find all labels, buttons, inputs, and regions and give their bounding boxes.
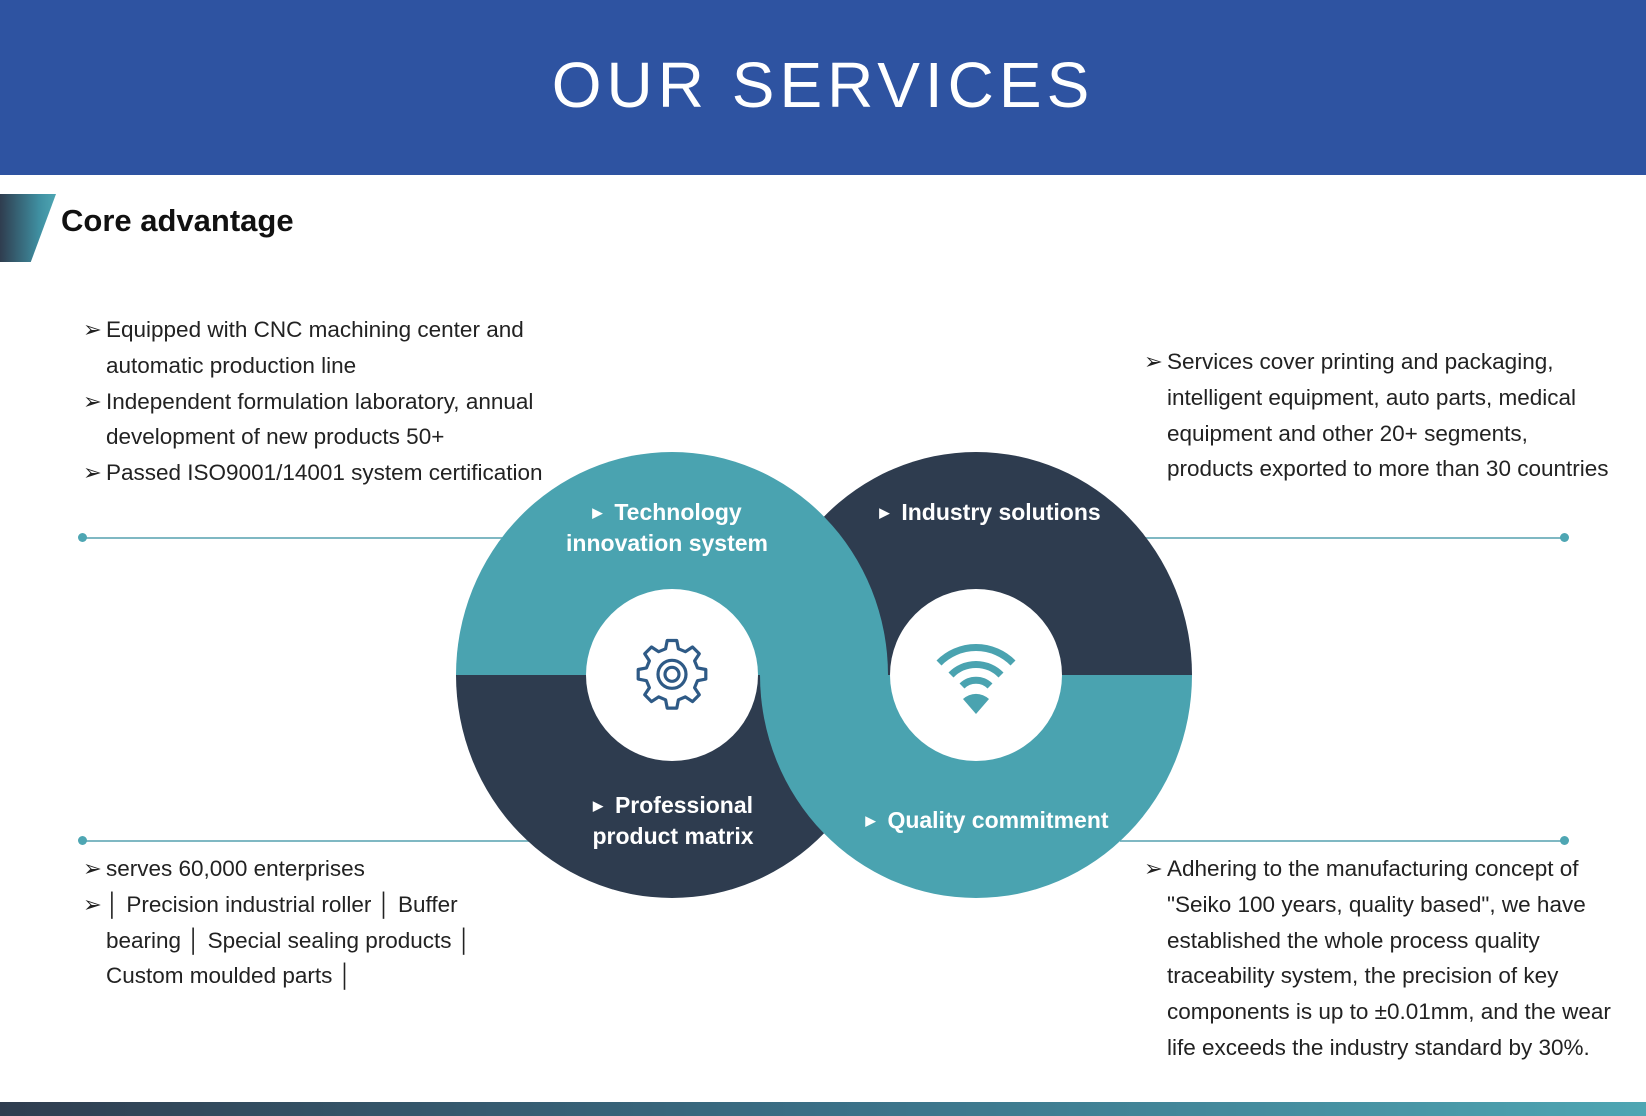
header-banner: OUR SERVICES [0,0,1646,175]
triangle-bullet-icon: ▶ [879,505,890,520]
triangle-bullet-icon: ▶ [865,813,876,828]
arrow-bullet-icon: ➢ [83,460,102,486]
list-item: ➢Equipped with CNC machining center and … [83,312,563,384]
triangle-bullet-icon: ▶ [592,798,603,813]
connector-line-top-left [83,537,523,539]
left-circle-top-half [456,452,888,675]
left-inner-disc [586,589,758,761]
bottom-left-list: ➢serves 60,000 enterprises ➢│ Precision … [83,851,523,994]
connector-dot-top-right [1560,533,1569,542]
list-item: ➢│ Precision industrial roller │ Buffer … [83,887,523,994]
connector-dot-bottom-left [78,836,87,845]
list-item: ➢Adhering to the manufacturing concept o… [1144,851,1624,1066]
top-right-list: ➢Services cover printing and packaging, … [1144,344,1614,487]
arrow-bullet-icon: ➢ [83,317,102,342]
label-professional-product-matrix: ▶Professional product matrix [592,792,754,849]
footer-bar [0,1102,1646,1116]
label-industry-solutions: ▶Industry solutions [840,497,1140,528]
connector-line-bottom-left [83,840,533,842]
right-circle-bottom-half [760,675,1192,898]
list-item: ➢Services cover printing and packaging, … [1144,344,1614,487]
gear-icon [636,638,708,710]
list-item: ➢serves 60,000 enterprises [83,851,523,887]
connector-dot-top-left [78,533,87,542]
label-technology-innovation-system: ▶Technology innovation system [566,499,768,556]
label-quality-commitment: ▶Quality commitment [832,805,1142,836]
arrow-bullet-icon: ➢ [83,891,102,917]
connector-line-bottom-right [1120,840,1564,842]
right-inner-disc [890,589,1062,761]
page-title: OUR SERVICES [551,49,1095,121]
wifi-icon [936,644,1016,689]
list-item: ➢Passed ISO9001/14001 system certificati… [83,455,563,491]
arrow-bullet-icon: ➢ [1144,856,1163,881]
arrow-bullet-icon: ➢ [83,856,102,881]
connector-dot-bottom-right [1560,836,1569,845]
top-left-list: ➢Equipped with CNC machining center and … [83,312,563,491]
arrow-bullet-icon: ➢ [83,388,102,414]
section-title: Core advantage [61,203,294,238]
wifi-dot [963,693,989,714]
connector-line-top-right [1140,537,1564,539]
bottom-right-list: ➢Adhering to the manufacturing concept o… [1144,851,1624,1066]
arrow-bullet-icon: ➢ [1144,349,1163,374]
triangle-bullet-icon: ▶ [592,505,603,520]
list-item: ➢Independent formulation laboratory, ann… [83,384,563,456]
